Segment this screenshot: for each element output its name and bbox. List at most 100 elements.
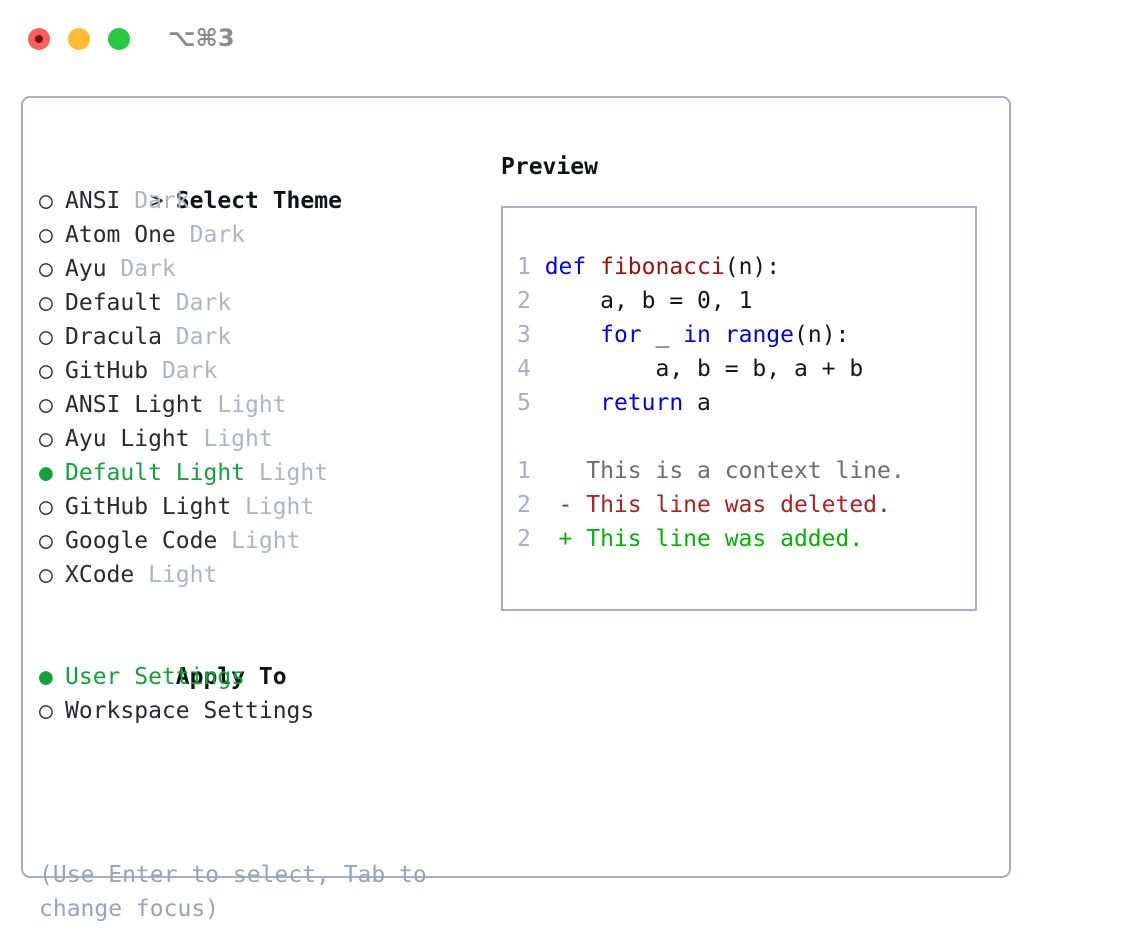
theme-option-label: Atom One — [65, 222, 176, 248]
radio-unselected-icon: ○ — [39, 562, 53, 588]
code-token: (n): — [794, 322, 850, 348]
theme-option-xcode[interactable]: ○ XCode Light — [39, 558, 479, 592]
code-token: for — [600, 322, 642, 348]
diff-text: This is a context line. — [558, 458, 905, 484]
theme-option-default-light[interactable]: ● Default Light Light — [39, 456, 479, 490]
line-number: 5 — [517, 390, 545, 416]
radio-unselected-icon: ○ — [39, 494, 53, 520]
theme-selector-panel: > Select Theme ○ ANSI Dark ○ Atom One Dark ○ A… — [21, 96, 1011, 922]
theme-option-label: Ayu — [65, 256, 107, 282]
code-line: 3 for _ in range(n): — [517, 318, 967, 352]
apply-to-option-label: User Settings — [65, 664, 246, 690]
theme-option-ansi[interactable]: ○ ANSI Dark — [39, 184, 479, 218]
theme-option-default[interactable]: ○Default Dark — [39, 286, 479, 320]
code-token — [545, 390, 600, 416]
line-number: 1 — [517, 458, 559, 484]
code-line: 2 a, b = 0, 1 — [517, 284, 967, 318]
theme-option-ayu-light[interactable]: ○ Ayu Light Light — [39, 422, 479, 456]
apply-to-option-label: Workspace Settings — [65, 698, 315, 724]
code-token: a, b = b, a + b — [544, 356, 864, 382]
code-line: 5 return a — [517, 386, 967, 420]
line-number: 4 — [517, 356, 545, 382]
code-token: (n): — [724, 254, 781, 280]
code-token: def — [544, 254, 601, 280]
theme-option-github-light[interactable]: ○ GitHub Light Light — [39, 490, 479, 524]
diff-text: - This line was deleted. — [558, 492, 891, 518]
theme-option-ansi-light[interactable]: ○ ANSI Light Light — [39, 388, 479, 422]
theme-option-atom-one[interactable]: ○ Atom One Dark — [39, 218, 479, 252]
line-number: 1 — [517, 254, 545, 280]
code-token: return — [600, 390, 684, 416]
code-token: a, b = 0, 1 — [544, 288, 753, 314]
radio-selected-icon: ● — [39, 460, 53, 486]
apply-to-heading: Apply To — [39, 626, 479, 690]
apply-to-options: ● User Settings ○Workspace Settings — [39, 660, 479, 728]
theme-option-ayu[interactable]: ○ Ayu Dark — [39, 252, 479, 286]
theme-option-label: Ayu Light — [65, 426, 190, 452]
theme-kind-label: Dark — [120, 188, 190, 214]
theme-kind-label: Light — [217, 528, 301, 554]
theme-option-label: Dracula — [65, 324, 162, 350]
zoom-button[interactable] — [108, 28, 130, 50]
theme-option-google-code[interactable]: ○Google Code Light — [39, 524, 479, 558]
line-number: 2 — [517, 288, 545, 314]
theme-option-label: ANSI — [65, 188, 121, 214]
theme-option-label: Default Light — [65, 460, 246, 486]
theme-kind-label: Dark — [161, 290, 232, 316]
theme-option-label: ANSI Light — [65, 392, 204, 418]
code-token — [711, 322, 725, 348]
theme-option-label: GitHub — [65, 358, 149, 384]
section-gap — [39, 592, 479, 626]
theme-kind-label: Dark — [106, 256, 176, 282]
diff-line: 2 - This line was deleted. — [517, 488, 967, 522]
select-theme-title: Select Theme — [175, 188, 342, 214]
minimize-button[interactable] — [68, 28, 90, 50]
theme-kind-label: Light — [245, 460, 329, 486]
diff-line: 1 This is a context line. — [517, 454, 967, 488]
help-hint: (Use Enter to select, Tab to change focu… — [39, 862, 441, 922]
theme-list: > Select Theme ○ ANSI Dark ○ Atom One Dark ○ A… — [39, 150, 479, 728]
preview-heading: Preview — [501, 154, 598, 180]
code-line: 4 a, b = b, a + b — [517, 352, 967, 386]
code-token: fibonacci — [600, 254, 725, 280]
theme-option-label: Google Code — [65, 528, 218, 554]
apply-to-option-user-settings[interactable]: ● User Settings — [39, 660, 479, 694]
theme-kind-label: Light — [203, 392, 287, 418]
theme-kind-label: Light — [231, 494, 315, 520]
theme-kind-label: Light — [189, 426, 273, 452]
code-token: range — [724, 322, 794, 348]
line-number: 3 — [517, 322, 545, 348]
radio-unselected-icon: ○ — [39, 358, 53, 384]
code-token: _ — [641, 322, 684, 348]
theme-kind-label: Dark — [161, 324, 232, 350]
diff-text: + This line was added. — [558, 526, 864, 552]
code-token — [545, 322, 600, 348]
line-number: 2 — [517, 492, 559, 518]
theme-option-label: XCode — [65, 562, 135, 588]
radio-unselected-icon: ○ — [39, 290, 53, 316]
line-number: 2 — [517, 526, 559, 552]
close-button[interactable] — [28, 28, 50, 50]
prompt-marker: > — [149, 188, 164, 214]
radio-unselected-icon: ○ — [39, 256, 53, 282]
keyboard-shortcut-label: ⌥⌘3 — [168, 24, 235, 52]
code-token: in — [683, 322, 711, 348]
diff-line: 2 + This line was added. — [517, 522, 967, 556]
code-token: a — [683, 390, 711, 416]
radio-selected-icon: ● — [39, 664, 53, 690]
theme-kind-label: Dark — [148, 358, 218, 384]
radio-unselected-icon: ○ — [39, 426, 53, 452]
theme-kind-label: Dark — [175, 222, 246, 248]
radio-unselected-icon: ○ — [39, 188, 53, 214]
title-bar: ⌥⌘3 — [0, 0, 1140, 78]
theme-option-label: GitHub Light — [65, 494, 232, 520]
theme-option-github[interactable]: ○ GitHub Dark — [39, 354, 479, 388]
radio-unselected-icon: ○ — [39, 222, 53, 248]
radio-unselected-icon: ○ — [39, 392, 53, 418]
apply-to-option-workspace-settings[interactable]: ○Workspace Settings — [39, 694, 479, 728]
theme-option-dracula[interactable]: ○Dracula Dark — [39, 320, 479, 354]
theme-kind-label: Light — [134, 562, 218, 588]
